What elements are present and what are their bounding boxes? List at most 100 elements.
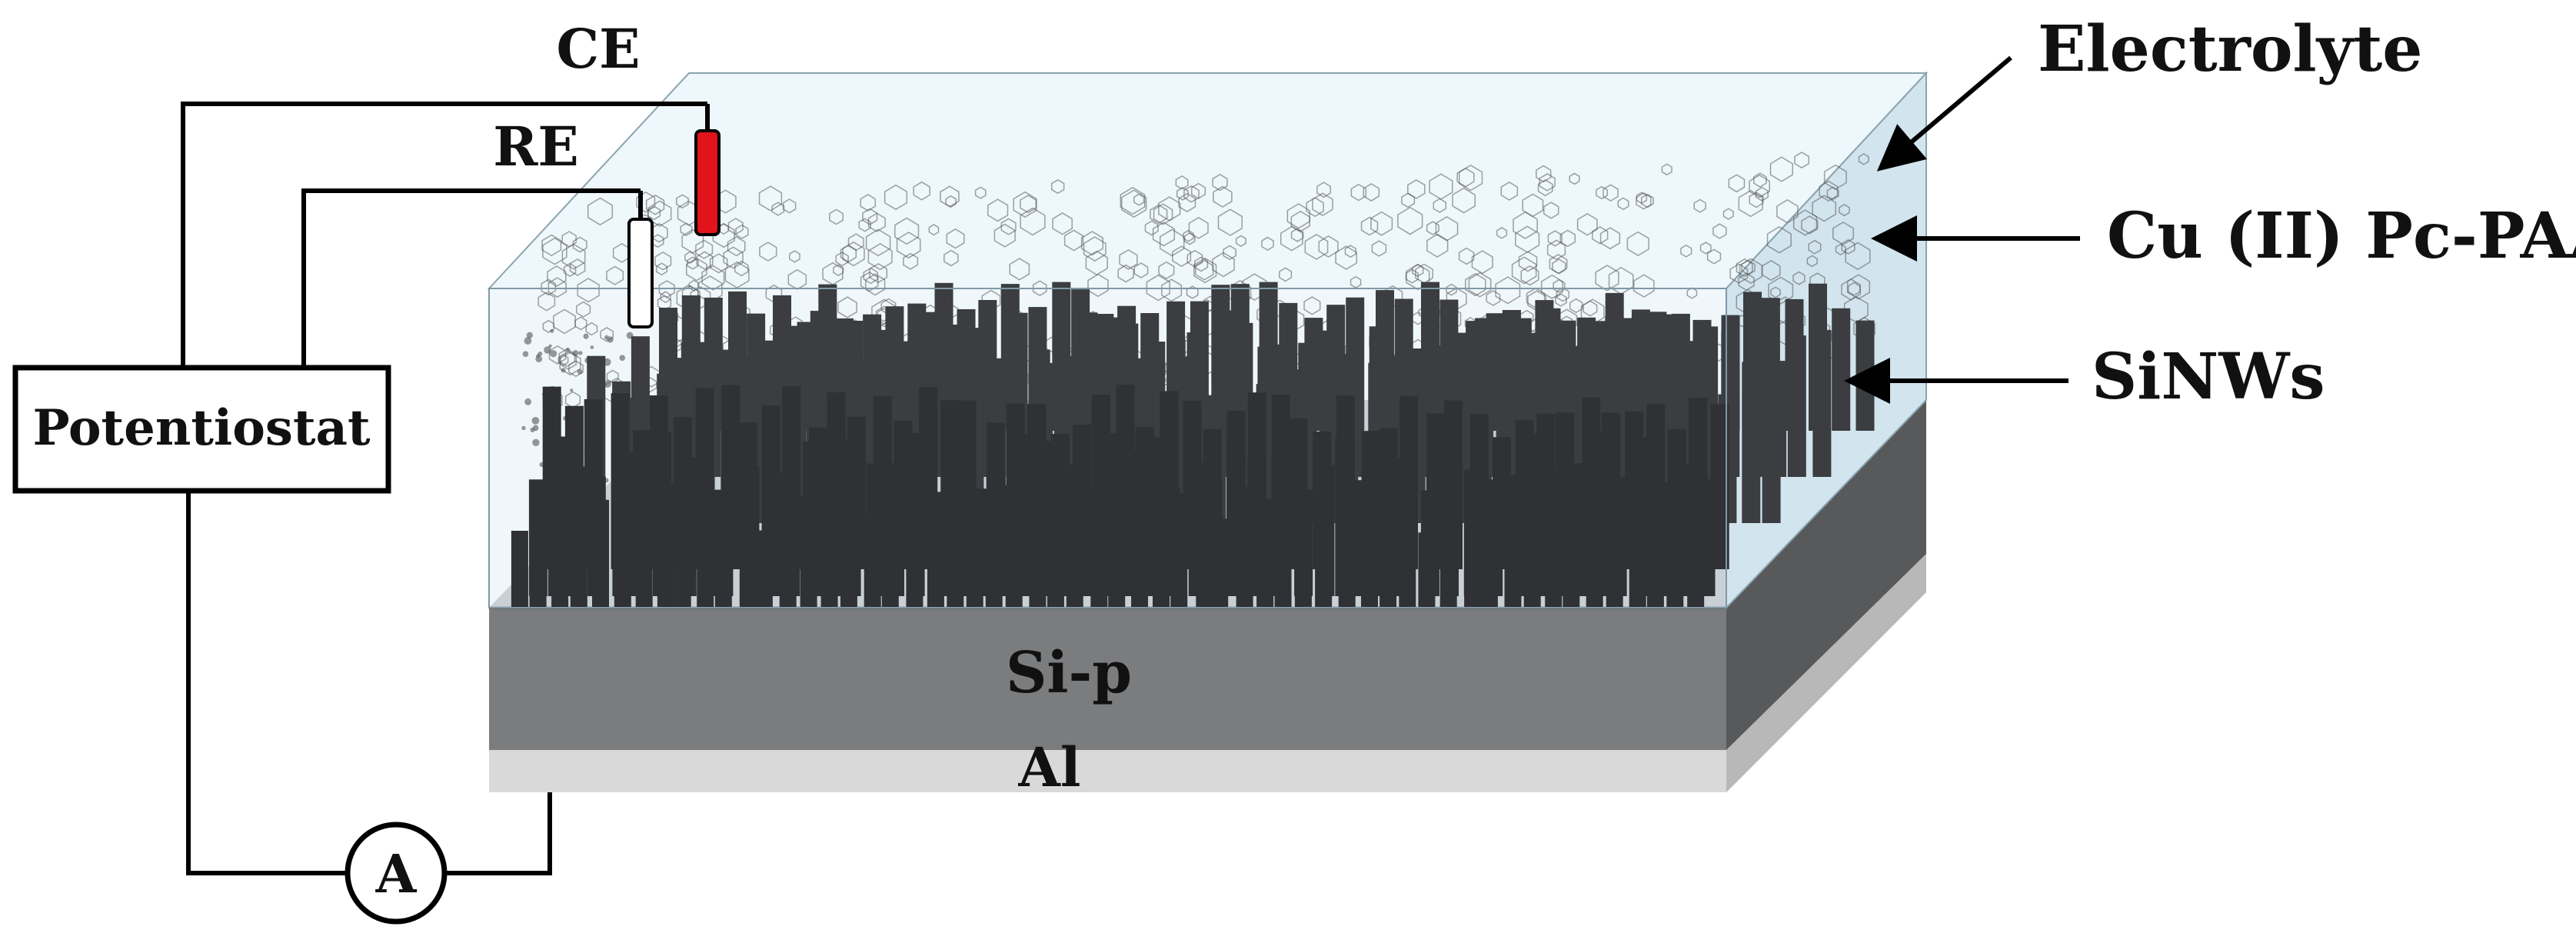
nanowire bbox=[1274, 496, 1292, 608]
molecule-glyph bbox=[723, 246, 744, 269]
nanowire bbox=[947, 482, 964, 608]
molecule-glyph bbox=[563, 262, 577, 278]
molecule-glyph bbox=[1085, 250, 1108, 275]
nanowire bbox=[1563, 491, 1580, 608]
molecule-dot bbox=[544, 346, 551, 354]
nanowire bbox=[927, 498, 944, 608]
molecule-glyph bbox=[577, 278, 600, 303]
molecule-glyph bbox=[1261, 236, 1274, 252]
molecule-glyph bbox=[1279, 267, 1293, 282]
molecule-glyph bbox=[1212, 173, 1228, 192]
molecule-glyph bbox=[1032, 280, 1047, 297]
molecule-glyph bbox=[600, 327, 614, 342]
molecule-glyph bbox=[681, 228, 704, 254]
molecule-glyph bbox=[1193, 257, 1217, 284]
molecule-glyph bbox=[1576, 212, 1598, 236]
nanowire bbox=[1787, 335, 1806, 477]
molecule-glyph bbox=[1841, 238, 1855, 255]
nanowire bbox=[529, 492, 547, 608]
molecule-glyph bbox=[1190, 182, 1206, 199]
molecule-glyph bbox=[1158, 261, 1175, 279]
molecule-dot bbox=[570, 388, 574, 392]
molecule-glyph bbox=[1543, 202, 1559, 219]
electrolyte-arrow bbox=[1876, 55, 2012, 172]
molecule-glyph bbox=[557, 354, 569, 366]
molecule-dot bbox=[532, 425, 539, 432]
nanowire bbox=[1029, 489, 1047, 608]
molecule-glyph bbox=[1429, 173, 1453, 200]
molecule-glyph bbox=[542, 319, 555, 333]
molecule-glyph bbox=[837, 296, 857, 318]
molecule-glyph bbox=[654, 252, 672, 271]
molecule-glyph bbox=[1020, 207, 1046, 236]
potentiostat-box: Potentiostat bbox=[12, 365, 391, 494]
nanowire bbox=[1666, 499, 1684, 608]
molecule-glyph bbox=[1540, 274, 1563, 299]
molecule-glyph bbox=[657, 295, 672, 311]
ce-wire bbox=[181, 102, 707, 368]
molecule-glyph bbox=[1316, 182, 1332, 198]
ground-wire bbox=[186, 491, 348, 875]
molecule-glyph bbox=[712, 222, 735, 248]
nanowire bbox=[1464, 517, 1482, 608]
sinw-array-front bbox=[511, 385, 1729, 608]
molecule-glyph bbox=[1776, 199, 1799, 224]
molecule-glyph bbox=[759, 242, 777, 262]
molecule-glyph bbox=[537, 292, 556, 312]
molecule-glyph bbox=[1693, 198, 1706, 213]
molecule-glyph bbox=[1595, 265, 1619, 292]
molecule-glyph bbox=[1186, 249, 1203, 268]
molecule-dot bbox=[531, 417, 540, 425]
molecule-dot bbox=[524, 337, 532, 345]
molecule-dot bbox=[535, 355, 543, 363]
nanowire bbox=[1047, 505, 1064, 608]
nanowire bbox=[1005, 535, 1023, 608]
molecule-glyph bbox=[1217, 208, 1243, 236]
molecule-dot bbox=[549, 350, 557, 358]
molecule-glyph bbox=[847, 233, 864, 252]
molecule-glyph bbox=[1752, 172, 1767, 188]
molecule-glyph bbox=[1699, 242, 1712, 255]
molecule-glyph bbox=[1559, 229, 1576, 248]
molecule-glyph bbox=[542, 237, 567, 265]
molecule-glyph bbox=[1153, 203, 1173, 225]
molecule-glyph bbox=[1050, 178, 1065, 195]
molecule-glyph bbox=[894, 217, 920, 245]
molecule-glyph bbox=[1458, 164, 1483, 192]
molecule-glyph bbox=[865, 273, 886, 296]
nanowire bbox=[614, 524, 631, 608]
si-p-label: Si-p bbox=[1006, 640, 1132, 706]
nanowire bbox=[1855, 320, 1875, 431]
molecule-glyph bbox=[606, 265, 624, 285]
molecule-glyph bbox=[553, 308, 576, 335]
molecule-dot bbox=[577, 368, 583, 375]
molecule-glyph bbox=[913, 181, 930, 201]
al-wire bbox=[444, 792, 552, 875]
nanowire bbox=[1832, 308, 1851, 431]
reference-electrode bbox=[627, 191, 654, 328]
molecule-glyph bbox=[1080, 231, 1103, 256]
molecule-glyph bbox=[559, 352, 581, 376]
molecule-glyph bbox=[1471, 250, 1493, 275]
nanowire bbox=[1131, 498, 1148, 608]
molecule-glyph bbox=[675, 194, 689, 209]
nanowire bbox=[570, 502, 587, 608]
molecule-glyph bbox=[587, 197, 614, 226]
molecule-glyph bbox=[1486, 290, 1501, 306]
nanowire bbox=[840, 524, 857, 608]
molecule-dot bbox=[537, 351, 543, 356]
molecule-glyph bbox=[1792, 209, 1818, 236]
molecule-glyph bbox=[1188, 217, 1209, 239]
molecule-dot bbox=[583, 333, 589, 339]
nanowire bbox=[1812, 329, 1832, 477]
molecule-glyph bbox=[1632, 274, 1655, 298]
molecule-dot bbox=[572, 350, 579, 356]
molecule-dot bbox=[521, 425, 526, 431]
callout-arrows bbox=[1844, 55, 2080, 404]
molecule-glyph bbox=[1738, 189, 1763, 218]
molecule-glyph bbox=[1213, 185, 1233, 208]
molecule-glyph bbox=[1083, 236, 1107, 262]
nanowire bbox=[800, 496, 817, 608]
counter-electrode bbox=[694, 104, 721, 236]
molecule-glyph bbox=[1722, 208, 1734, 220]
